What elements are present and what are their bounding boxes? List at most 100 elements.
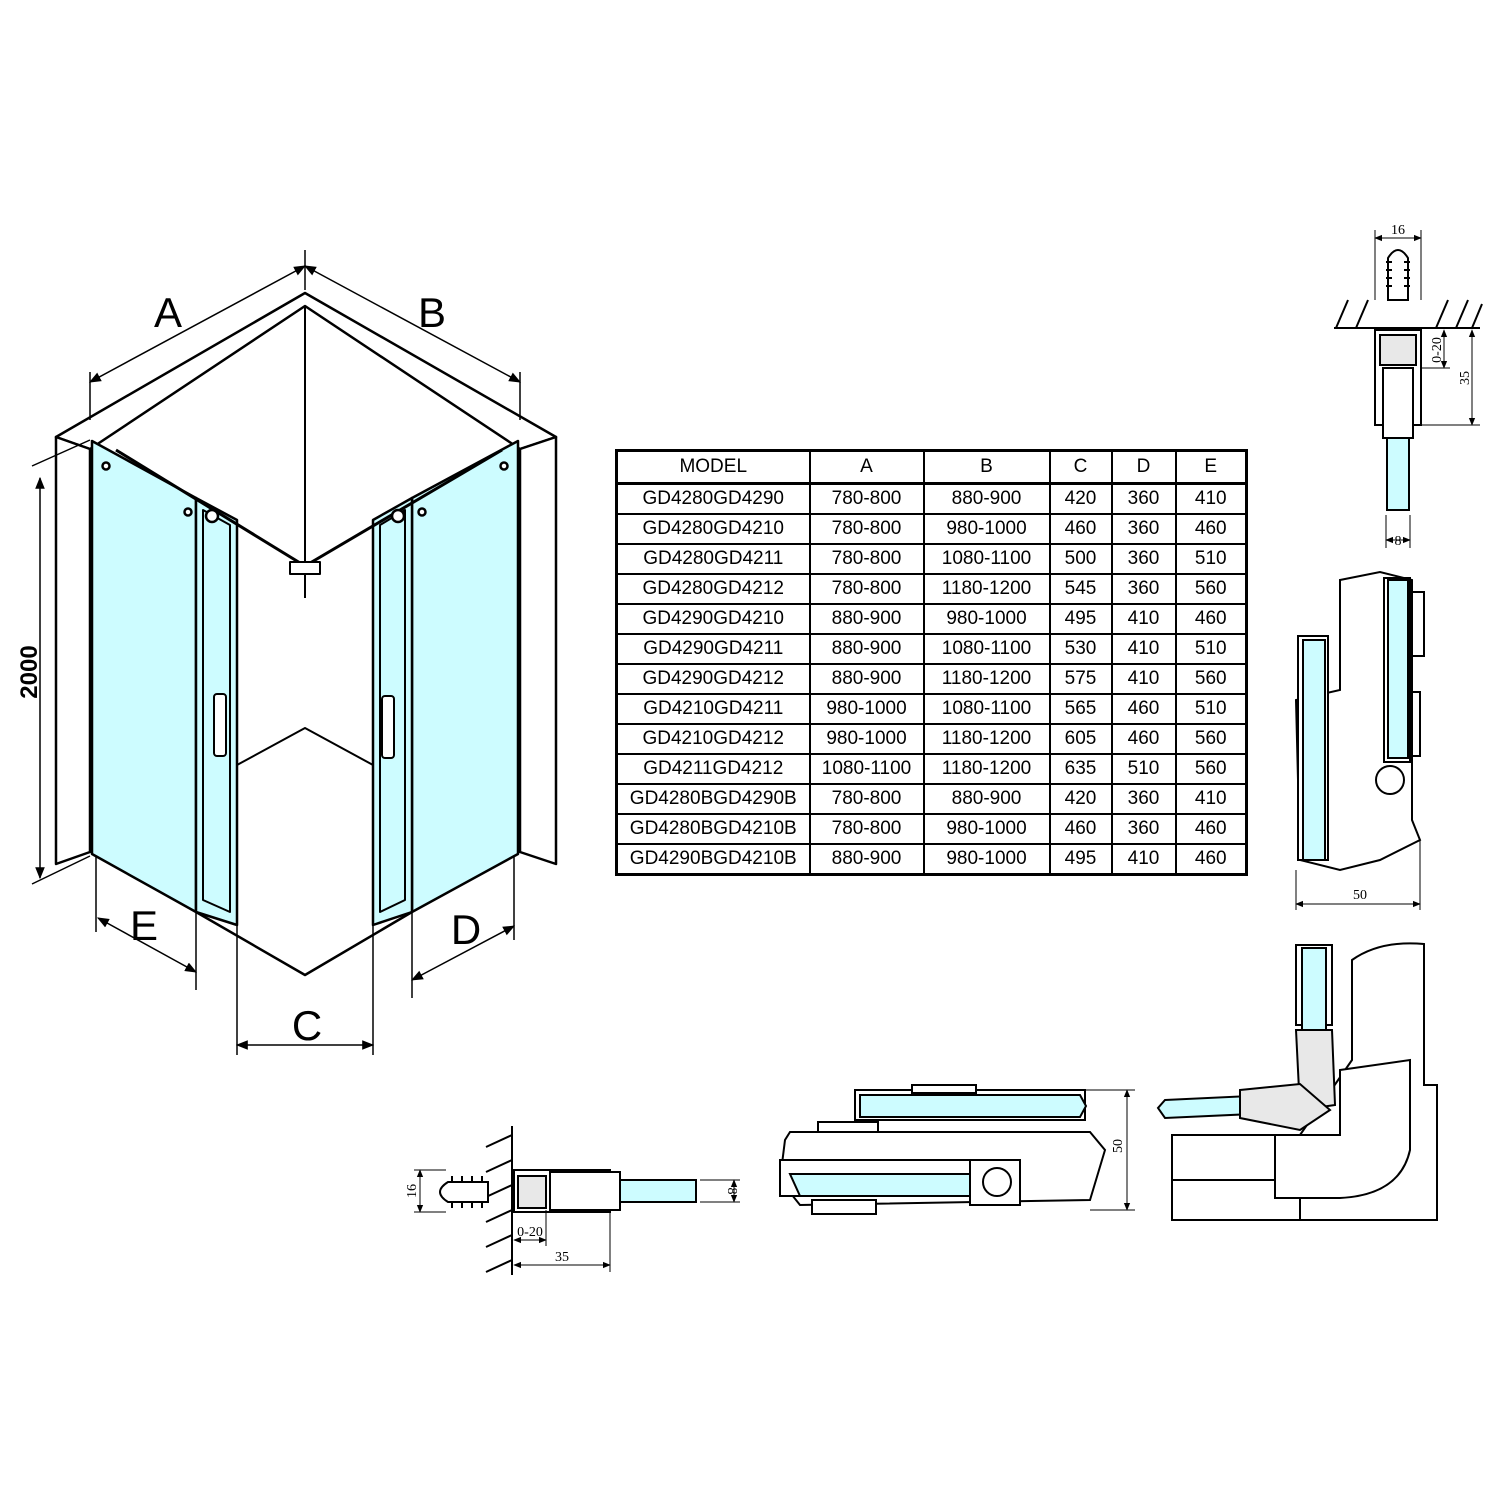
table-cell: 780-800 — [808, 482, 925, 515]
dim-label-a: A — [154, 289, 182, 336]
left-fixed-glass — [90, 439, 198, 914]
table-header-row: MODEL A B C D E — [615, 449, 1248, 485]
bottom-detail-adjust: 0-20 — [517, 1225, 543, 1240]
table-cell: 880-900 — [808, 663, 925, 695]
bottom-detail-height: 16 — [405, 1184, 420, 1198]
col-header-model: MODEL — [615, 449, 811, 485]
table-cell: 560 — [1174, 573, 1248, 605]
top-detail-depth: 35 — [1458, 371, 1473, 385]
table-cell: 460 — [1174, 603, 1248, 635]
rail-detail-height: 50 — [1111, 1139, 1126, 1153]
rail-section-detail — [778, 1084, 1135, 1215]
glass-side-inner — [1387, 579, 1409, 759]
handle-left — [213, 693, 227, 757]
table-cell: 1080-1100 — [922, 693, 1051, 725]
bottom-detail-depth: 35 — [555, 1250, 569, 1265]
table-cell: GD4280GD4290 — [615, 482, 811, 515]
glass-rail-bottom — [788, 1173, 971, 1197]
table-cell: 460 — [1110, 693, 1177, 725]
table-cell: GD4280GD4211 — [615, 543, 811, 575]
glass-top-detail — [1386, 437, 1410, 511]
table-cell: 1080-1100 — [808, 753, 925, 785]
table-cell: GD4210GD4211 — [615, 693, 811, 725]
glass-corner-horizontal — [1156, 1094, 1254, 1120]
dim-label-b: B — [418, 289, 446, 336]
table-cell: 460 — [1174, 513, 1248, 545]
table-cell: 510 — [1174, 633, 1248, 665]
table-cell: 880-900 — [922, 783, 1051, 815]
col-header-e: E — [1174, 449, 1248, 485]
table-cell: 360 — [1110, 513, 1177, 545]
table-cell: 980-1000 — [922, 513, 1051, 545]
table-cell: 780-800 — [808, 783, 925, 815]
table-cell: 980-1000 — [808, 693, 925, 725]
table-cell: 420 — [1048, 482, 1113, 515]
corner-detail — [1156, 942, 1438, 1221]
glass-bottom-detail — [619, 1179, 697, 1203]
table-cell: 780-800 — [808, 813, 925, 845]
col-header-a: A — [808, 449, 925, 485]
side-section-detail — [1294, 570, 1425, 910]
col-header-b: B — [922, 449, 1051, 485]
roller-left — [204, 508, 220, 524]
table-cell: 1180-1200 — [922, 753, 1051, 785]
table-cell: 530 — [1048, 633, 1113, 665]
table-cell: 980-1000 — [922, 603, 1051, 635]
col-header-d: D — [1110, 449, 1177, 485]
table-cell: 880-900 — [922, 482, 1051, 515]
table-cell: 500 — [1048, 543, 1113, 575]
table-cell: GD4280GD4210 — [615, 513, 811, 545]
table-cell: 360 — [1110, 783, 1177, 815]
table-cell: 510 — [1174, 543, 1248, 575]
left-wall-face — [54, 435, 92, 866]
col-header-c: C — [1048, 449, 1113, 485]
table-cell: 635 — [1048, 753, 1113, 785]
table-cell: 410 — [1110, 843, 1177, 876]
table-cell: 545 — [1048, 573, 1113, 605]
top-rail-right — [304, 448, 503, 568]
table-cell: 410 — [1110, 633, 1177, 665]
table-cell: 360 — [1110, 543, 1177, 575]
rail-roller — [982, 1167, 1012, 1197]
wall-plug-bottom — [439, 1181, 489, 1203]
table-cell: 565 — [1048, 693, 1113, 725]
top-detail-width: 16 — [1391, 223, 1405, 238]
table-cell: 780-800 — [808, 513, 925, 545]
table-cell: 880-900 — [808, 603, 925, 635]
table-cell: 460 — [1174, 843, 1248, 876]
enclosure-dimensions — [31, 250, 522, 1055]
table-cell: 360 — [1110, 813, 1177, 845]
table-cell: 980-1000 — [922, 813, 1051, 845]
dim-label-e: E — [130, 902, 158, 949]
table-cell: 1080-1100 — [922, 543, 1051, 575]
wall-profile-detail — [1334, 230, 1483, 548]
table-cell: 460 — [1048, 813, 1113, 845]
table-cell: GD4290GD4211 — [615, 633, 811, 665]
table-cell: 495 — [1048, 843, 1113, 876]
table-cell: GD4280BGD4290B — [615, 783, 811, 815]
table-cell: 460 — [1174, 813, 1248, 845]
table-cell: 460 — [1048, 513, 1113, 545]
table-cell: GD4290BGD4210B — [615, 843, 811, 876]
table-cell: GD4280GD4212 — [615, 573, 811, 605]
table-cell: 575 — [1048, 663, 1113, 695]
table-cell: 420 — [1048, 783, 1113, 815]
table-cell: 780-800 — [808, 573, 925, 605]
table-cell: GD4290GD4210 — [615, 603, 811, 635]
wall-plug-top — [1387, 249, 1409, 301]
top-detail-adjust: 0-20 — [1430, 337, 1445, 363]
table-cell: 880-900 — [808, 633, 925, 665]
table-cell: 510 — [1110, 753, 1177, 785]
right-fixed-glass — [410, 439, 520, 914]
